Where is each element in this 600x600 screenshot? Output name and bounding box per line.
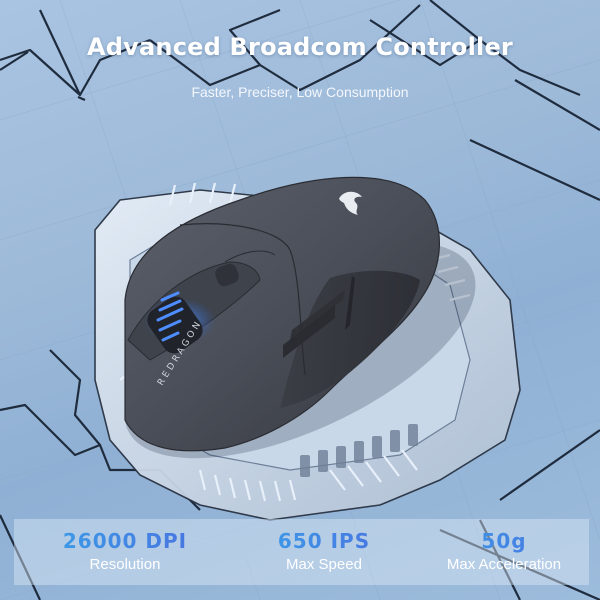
mouse-illustration: REDRAGON [124, 176, 441, 452]
stat-max-speed: 650 IPS Max Speed [244, 519, 404, 575]
stat-resolution: 26000 DPI Resolution [30, 519, 220, 575]
hero-subtitle: Faster, Preciser, Low Consumption [191, 84, 409, 100]
stat-label: Max Acceleration [446, 556, 562, 573]
stat-label: Resolution [89, 556, 161, 573]
specs-bar: 26000 DPI Resolution 650 IPS Max Speed 5… [14, 519, 589, 585]
hero-title: Advanced Broadcom Controller [87, 33, 513, 61]
stat-value: 50g [419, 529, 589, 553]
stat-label: Max Speed [286, 556, 362, 573]
stat-value: 26000 DPI [30, 529, 220, 553]
dragon-logo-icon [339, 191, 362, 215]
stat-value: 650 IPS [244, 529, 404, 553]
stat-max-acceleration: 50g Max Acceleration [419, 519, 589, 575]
